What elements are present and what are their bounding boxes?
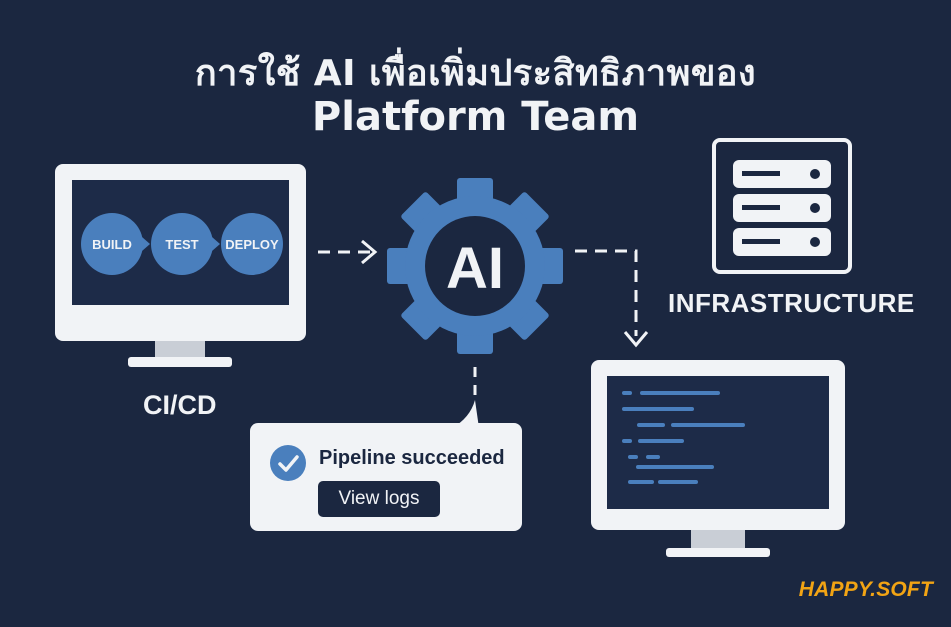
code-lines <box>622 391 745 484</box>
server-icon <box>712 138 852 274</box>
pipeline-stage-deploy <box>221 213 283 275</box>
brand-logo: HAPPY.SOFT <box>798 578 933 601</box>
ai-label: AI <box>446 236 504 301</box>
connector-ai-to-notification <box>452 367 479 428</box>
pipeline-stage-test-label: TEST <box>165 237 198 252</box>
pipeline-stage-test <box>151 213 213 275</box>
cicd-label: CI/CD <box>143 390 217 420</box>
pipeline-stage-deploy-label: DEPLOY <box>225 237 279 252</box>
pipeline-notification: Pipeline succeeded View logs <box>250 423 522 531</box>
page-subtitle: Platform Team <box>311 94 640 140</box>
pipeline-stages: BUILD TEST DEPLOY <box>81 213 283 275</box>
notification-message: Pipeline succeeded <box>319 447 505 469</box>
ai-gear-icon <box>387 178 563 354</box>
view-logs-button[interactable]: View logs <box>318 481 440 517</box>
infrastructure-label: INFRASTRUCTURE <box>668 288 915 318</box>
pipeline-stage-build <box>81 213 143 275</box>
check-circle-icon <box>270 445 306 481</box>
code-monitor <box>591 360 845 557</box>
arrow-cicd-to-ai <box>318 239 378 265</box>
page-title: การใช้ AI เพื่อเพิ่มประสิทธิภาพของ <box>194 53 757 94</box>
pipeline-stage-build-label: BUILD <box>92 237 132 252</box>
arrow-ai-to-monitor <box>575 249 649 348</box>
